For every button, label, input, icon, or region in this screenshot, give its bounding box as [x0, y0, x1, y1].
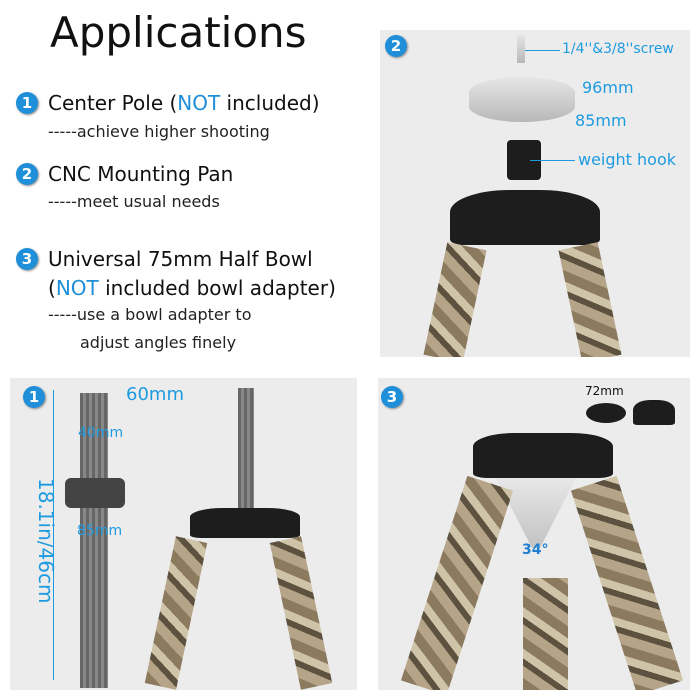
tripod-leg	[400, 475, 514, 690]
feature-text: (	[48, 276, 56, 300]
not-highlight: NOT	[177, 91, 221, 115]
tube-diameter-label: 40mm	[78, 425, 124, 441]
feature-half-bowl-note: (NOT included bowl adapter)	[48, 276, 336, 300]
bowl-diameter-label: 85mm	[77, 523, 123, 539]
mounting-pan-image	[469, 77, 575, 122]
tripod-leg	[269, 536, 333, 690]
badge-1: 1	[23, 386, 45, 408]
tripod-leg	[523, 578, 568, 690]
screw-image	[517, 35, 525, 63]
screw-label: 1/4''&3/8''screw	[562, 41, 674, 57]
tripod-leg	[570, 475, 684, 690]
badge-2: 2	[385, 35, 407, 57]
tripod-leg	[144, 536, 208, 690]
tripod-head-image	[450, 190, 600, 245]
tripod-head-image	[473, 433, 613, 478]
bowl-adapter-image	[633, 400, 675, 425]
feature-center-pole: Center Pole (NOT included)	[48, 91, 320, 115]
feature-text: Center Pole (	[48, 91, 178, 115]
pole-bowl-image	[65, 478, 125, 508]
feature-text: included)	[220, 91, 320, 115]
badge-2: 2	[16, 163, 38, 185]
feature-desc: -----meet usual needs	[48, 192, 220, 211]
center-pole-image	[80, 393, 108, 688]
feature-text: included bowl adapter)	[98, 276, 336, 300]
tripod-head-image	[190, 508, 300, 538]
panel-half-bowl: 3 72mm 34°	[378, 378, 690, 690]
bottom-diameter-label: 85mm	[575, 111, 627, 130]
tripod-pole-image	[238, 388, 254, 508]
badge-3: 3	[381, 386, 403, 408]
feature-mounting-pan: CNC Mounting Pan	[48, 162, 234, 186]
top-diameter-label: 60mm	[126, 384, 184, 405]
weight-hook-label: weight hook	[578, 150, 677, 169]
not-highlight: NOT	[55, 276, 99, 300]
feature-desc: adjust angles finely	[80, 333, 237, 352]
length-line	[53, 390, 54, 680]
leader-line	[525, 50, 560, 51]
feature-half-bowl: Universal 75mm Half Bowl	[48, 247, 313, 271]
angle-label: 34°	[522, 542, 549, 558]
top-diameter-label: 96mm	[582, 78, 634, 97]
bowl-size-label: 72mm	[585, 384, 624, 398]
panel-center-pole: 1 18.1in/46cm 60mm 40mm 85mm	[10, 378, 357, 690]
feature-desc: -----use a bowl adapter to	[48, 305, 252, 324]
badge-1: 1	[16, 92, 38, 114]
length-label: 18.1in/46cm	[34, 478, 58, 604]
tripod-leg	[558, 242, 622, 357]
panel-mounting-pan: 2 1/4''&3/8''screw 96mm 85mm weight hook	[380, 30, 690, 357]
feature-desc: -----achieve higher shooting	[48, 122, 270, 141]
page-title: Applications	[50, 8, 307, 57]
badge-3: 3	[16, 248, 38, 270]
tripod-leg	[423, 242, 487, 357]
bowl-adapter-image	[586, 403, 626, 423]
leader-line	[530, 160, 575, 161]
